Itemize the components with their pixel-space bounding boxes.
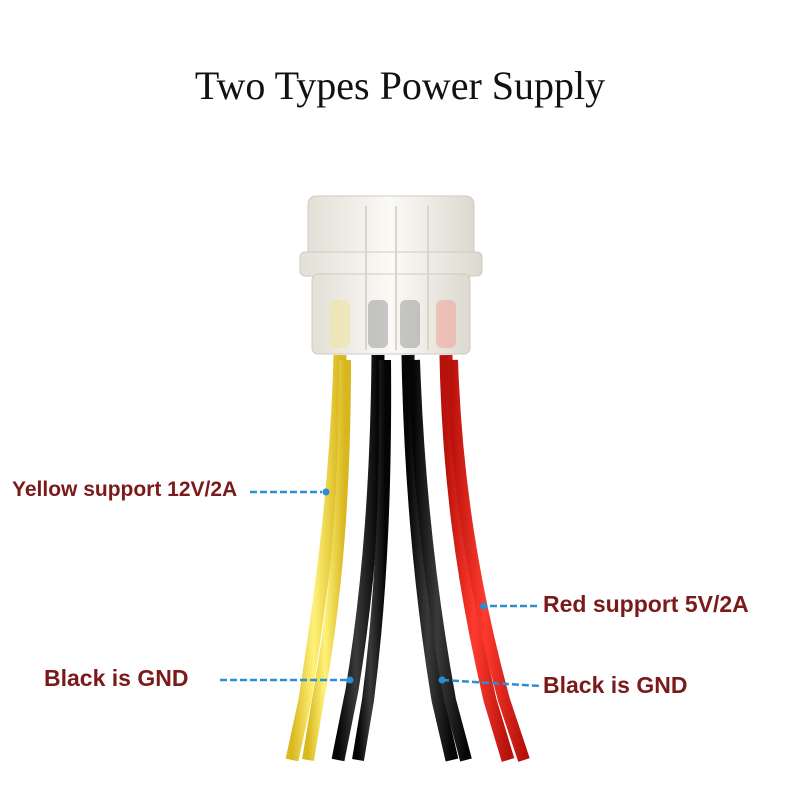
leader-dots [322, 488, 488, 684]
black-wire-inner-right [408, 359, 472, 762]
leader-black-right [441, 678, 541, 688]
wires-left-branch [285, 354, 385, 762]
yellow-wire-inner [302, 359, 351, 761]
red-wire-inner [446, 359, 530, 762]
wires-right-branch [401, 354, 530, 762]
callout-red-wire: Red support 5V/2A [543, 591, 749, 617]
leader-lines [220, 490, 541, 688]
black-wire-left [331, 354, 385, 762]
wires-middle [302, 359, 392, 761]
molex-connector [299, 195, 483, 355]
black-wire-right [401, 354, 459, 762]
black-wire-inner-left [352, 359, 392, 761]
callout-black-wire-left: Black is GND [44, 665, 189, 691]
callout-black-wire-right: Black is GND [543, 672, 688, 698]
image-title: Two Types Power Supply [194, 63, 606, 108]
yellow-wire-left [285, 354, 347, 762]
red-wire-right [439, 354, 515, 762]
callout-yellow-wire: Yellow support 12V/2A [12, 478, 238, 501]
